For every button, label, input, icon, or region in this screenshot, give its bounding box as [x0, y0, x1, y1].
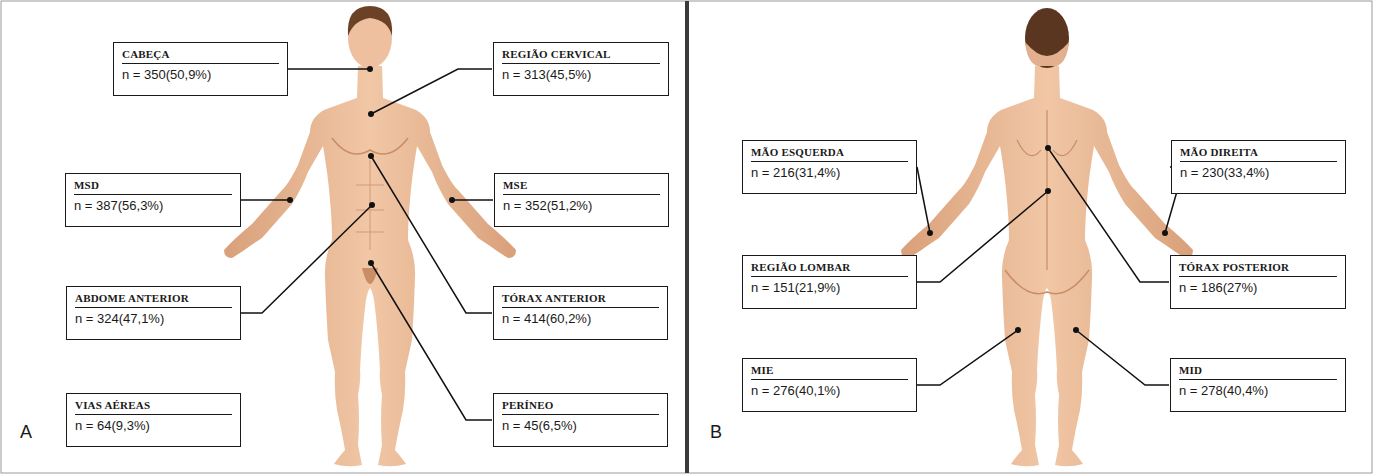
- callout-box: MIDn = 278(40,4%): [1170, 358, 1346, 412]
- callout-box: CABEÇAn = 350(50,9%): [113, 42, 288, 96]
- callout-box: MIEn = 276(40,1%): [742, 358, 917, 412]
- count-value: n = 151(21,9%): [751, 277, 908, 295]
- count-value: n = 216(31,4%): [751, 162, 908, 180]
- callout-box: MSEn = 352(51,2%): [494, 173, 669, 227]
- count-value: n = 64(9,3%): [75, 415, 232, 433]
- region-name: MIE: [751, 364, 908, 380]
- callout-box: ABDOME ANTERIORn = 324(47,1%): [66, 286, 241, 340]
- panel-letter: A: [20, 422, 32, 443]
- count-value: n = 387(56,3%): [74, 195, 232, 213]
- callout-box: PERÍNEOn = 45(6,5%): [493, 393, 668, 447]
- count-value: n = 324(47,1%): [75, 308, 232, 326]
- region-name: MSD: [74, 179, 232, 195]
- callout-box: REGIÃO CERVICALn = 313(45,5%): [493, 42, 669, 96]
- callout-box: MÃO ESQUERDAn = 216(31,4%): [742, 140, 917, 194]
- count-value: n = 186(27%): [1179, 277, 1337, 295]
- region-name: TÓRAX ANTERIOR: [502, 292, 659, 308]
- region-name: ABDOME ANTERIOR: [75, 292, 232, 308]
- panel-letter: B: [710, 422, 722, 443]
- region-name: PERÍNEO: [502, 399, 659, 415]
- callout-box: VIAS AÉREASn = 64(9,3%): [66, 393, 241, 447]
- callout-box: MSDn = 387(56,3%): [65, 173, 241, 227]
- count-value: n = 313(45,5%): [502, 64, 660, 82]
- region-name: MSE: [503, 179, 660, 195]
- region-name: MÃO ESQUERDA: [751, 146, 908, 162]
- count-value: n = 276(40,1%): [751, 380, 908, 398]
- region-name: VIAS AÉREAS: [75, 399, 232, 415]
- region-name: CABEÇA: [122, 48, 279, 64]
- count-value: n = 45(6,5%): [502, 415, 659, 433]
- region-name: REGIÃO CERVICAL: [502, 48, 660, 64]
- callout-box: REGIÃO LOMBARn = 151(21,9%): [742, 255, 917, 309]
- region-name: MÃO DIREITA: [1180, 146, 1337, 162]
- region-name: TÓRAX POSTERIOR: [1179, 261, 1337, 277]
- count-value: n = 278(40,4%): [1179, 380, 1337, 398]
- region-name: REGIÃO LOMBAR: [751, 261, 908, 277]
- callout-box: TÓRAX POSTERIORn = 186(27%): [1170, 255, 1346, 309]
- count-value: n = 352(51,2%): [503, 195, 660, 213]
- count-value: n = 230(33,4%): [1180, 162, 1337, 180]
- count-value: n = 350(50,9%): [122, 64, 279, 82]
- region-name: MID: [1179, 364, 1337, 380]
- callout-box: TÓRAX ANTERIORn = 414(60,2%): [493, 286, 668, 340]
- callout-box: MÃO DIREITAn = 230(33,4%): [1171, 140, 1346, 194]
- count-value: n = 414(60,2%): [502, 308, 659, 326]
